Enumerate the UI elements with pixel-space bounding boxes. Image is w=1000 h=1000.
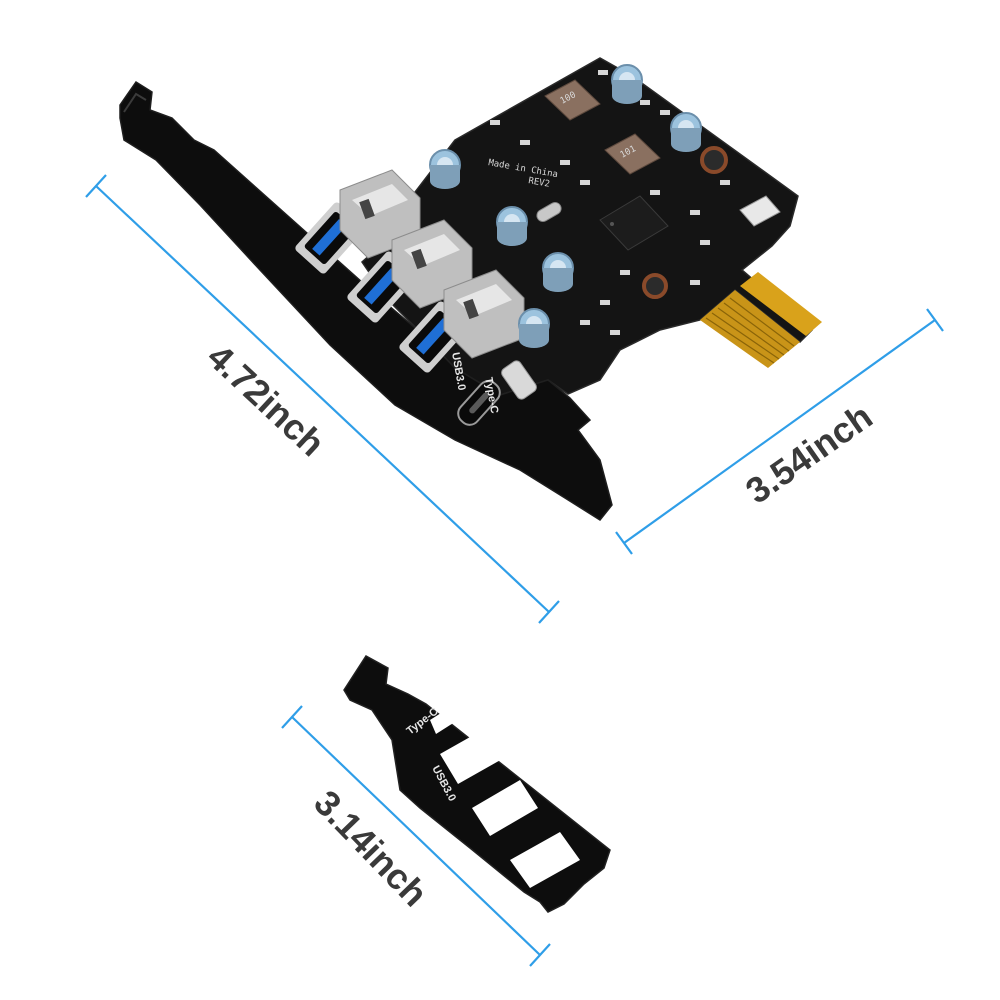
usb-controller-chip [599, 195, 669, 251]
capacitor [611, 64, 643, 104]
smd-components [490, 70, 730, 335]
dimension-line-card-length [85, 174, 560, 624]
gold-edge-connector [700, 272, 822, 368]
power-header [739, 195, 781, 227]
inductor-a: 100 [544, 79, 601, 121]
capacitor [518, 308, 550, 348]
dimension-line-card-height [615, 308, 944, 555]
crystal-oscillator [536, 202, 562, 222]
usb-a-housing-2 [391, 219, 473, 309]
board-revision-label: REV2 [527, 176, 550, 190]
card-height-label: 3.54inch [738, 395, 880, 511]
inductor-b: 101 [604, 133, 661, 175]
capacitor [429, 149, 461, 189]
capacitor [496, 206, 528, 246]
usb-c-port [457, 380, 501, 426]
toroid-inductors [642, 146, 728, 299]
dimension-line-bracket-length [281, 705, 551, 967]
card-length-label: 4.72inch [200, 336, 333, 464]
capacitor [670, 112, 702, 152]
usb-a-housing-1 [339, 169, 421, 259]
pcie-usb-card: USB3.0 Type-C [119, 57, 822, 521]
low-profile-bracket: Type-C USB3.0 [343, 655, 611, 913]
capacitors [429, 64, 702, 348]
board-usb-c-receptacle [501, 360, 537, 400]
usb-a-housing-3 [443, 269, 525, 359]
capacitor [542, 252, 574, 292]
low-profile-bracket-cutouts [430, 706, 580, 888]
